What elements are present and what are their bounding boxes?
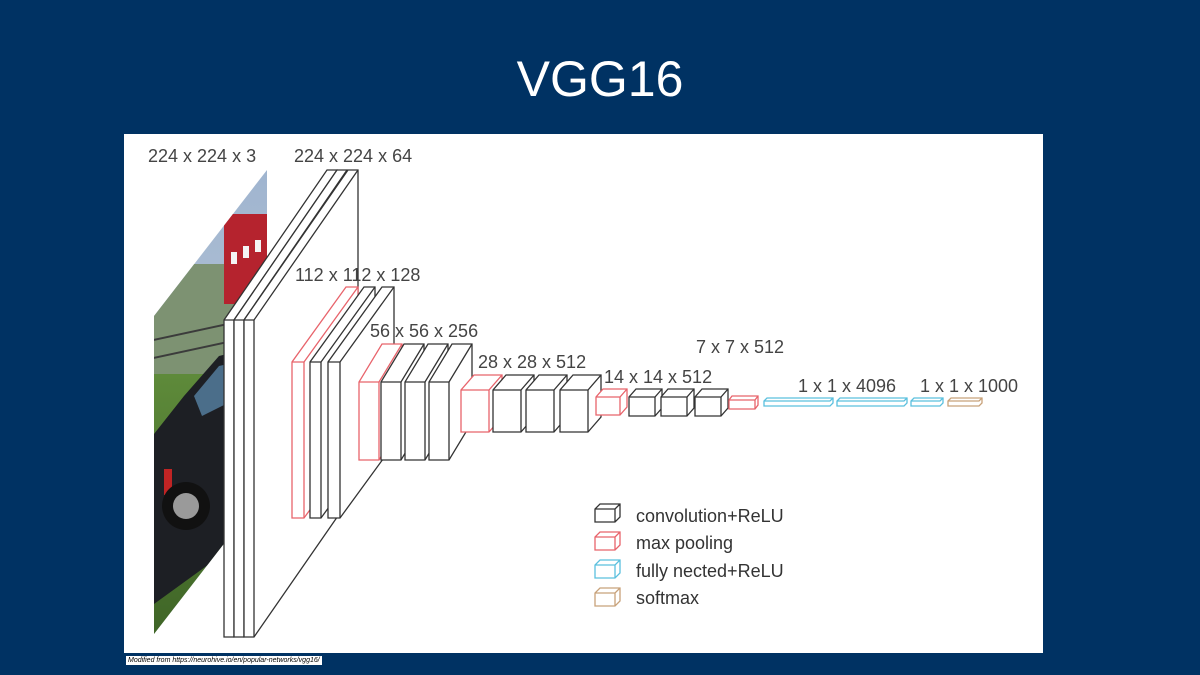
legend-swatch-fully-connected bbox=[595, 560, 620, 578]
architecture-svg: 224 x 224 x 3 224 x 224 x 64 112 x 112 x… bbox=[124, 134, 1043, 653]
slide-title: VGG16 bbox=[0, 50, 1200, 108]
legend: convolution+ReLU max pooling fully necte… bbox=[595, 504, 784, 608]
fc-block bbox=[764, 398, 943, 406]
label-softmax: 1 x 1 x 1000 bbox=[920, 376, 1018, 396]
legend-swatch-softmax bbox=[595, 588, 620, 606]
label-input: 224 x 224 x 3 bbox=[148, 146, 256, 166]
pool-block-stage6 bbox=[729, 396, 758, 409]
label-stage2: 112 x 112 x 128 bbox=[295, 265, 420, 285]
conv-block-stage4 bbox=[493, 375, 601, 432]
legend-swatch-convolution bbox=[595, 504, 620, 522]
label-stage6: 7 x 7 x 512 bbox=[696, 337, 784, 357]
label-fc: 1 x 1 x 4096 bbox=[798, 376, 896, 396]
legend-swatch-max-pooling bbox=[595, 532, 620, 550]
legend-item-max-pooling: max pooling bbox=[595, 532, 733, 553]
label-stage5: 14 x 14 x 512 bbox=[604, 367, 712, 387]
softmax-block bbox=[948, 398, 982, 406]
label-stage4: 28 x 28 x 512 bbox=[478, 352, 586, 372]
legend-label-convolution: convolution+ReLU bbox=[636, 506, 784, 526]
source-caption: Modified from https://neurohive.io/en/po… bbox=[126, 656, 322, 665]
label-stage3: 56 x 56 x 256 bbox=[370, 321, 478, 341]
legend-label-max-pooling: max pooling bbox=[636, 533, 733, 553]
legend-item-softmax: softmax bbox=[595, 588, 699, 608]
label-stage1: 224 x 224 x 64 bbox=[294, 146, 412, 166]
conv-block-stage5 bbox=[629, 389, 728, 416]
legend-label-fully-connected: fully nected+ReLU bbox=[636, 561, 784, 581]
legend-item-fully-connected: fully nected+ReLU bbox=[595, 560, 784, 581]
vgg16-diagram: 224 x 224 x 3 224 x 224 x 64 112 x 112 x… bbox=[124, 134, 1043, 653]
legend-item-convolution: convolution+ReLU bbox=[595, 504, 784, 526]
legend-label-softmax: softmax bbox=[636, 588, 699, 608]
conv-block-stage3 bbox=[381, 344, 472, 460]
pool-block-stage5 bbox=[596, 389, 627, 415]
